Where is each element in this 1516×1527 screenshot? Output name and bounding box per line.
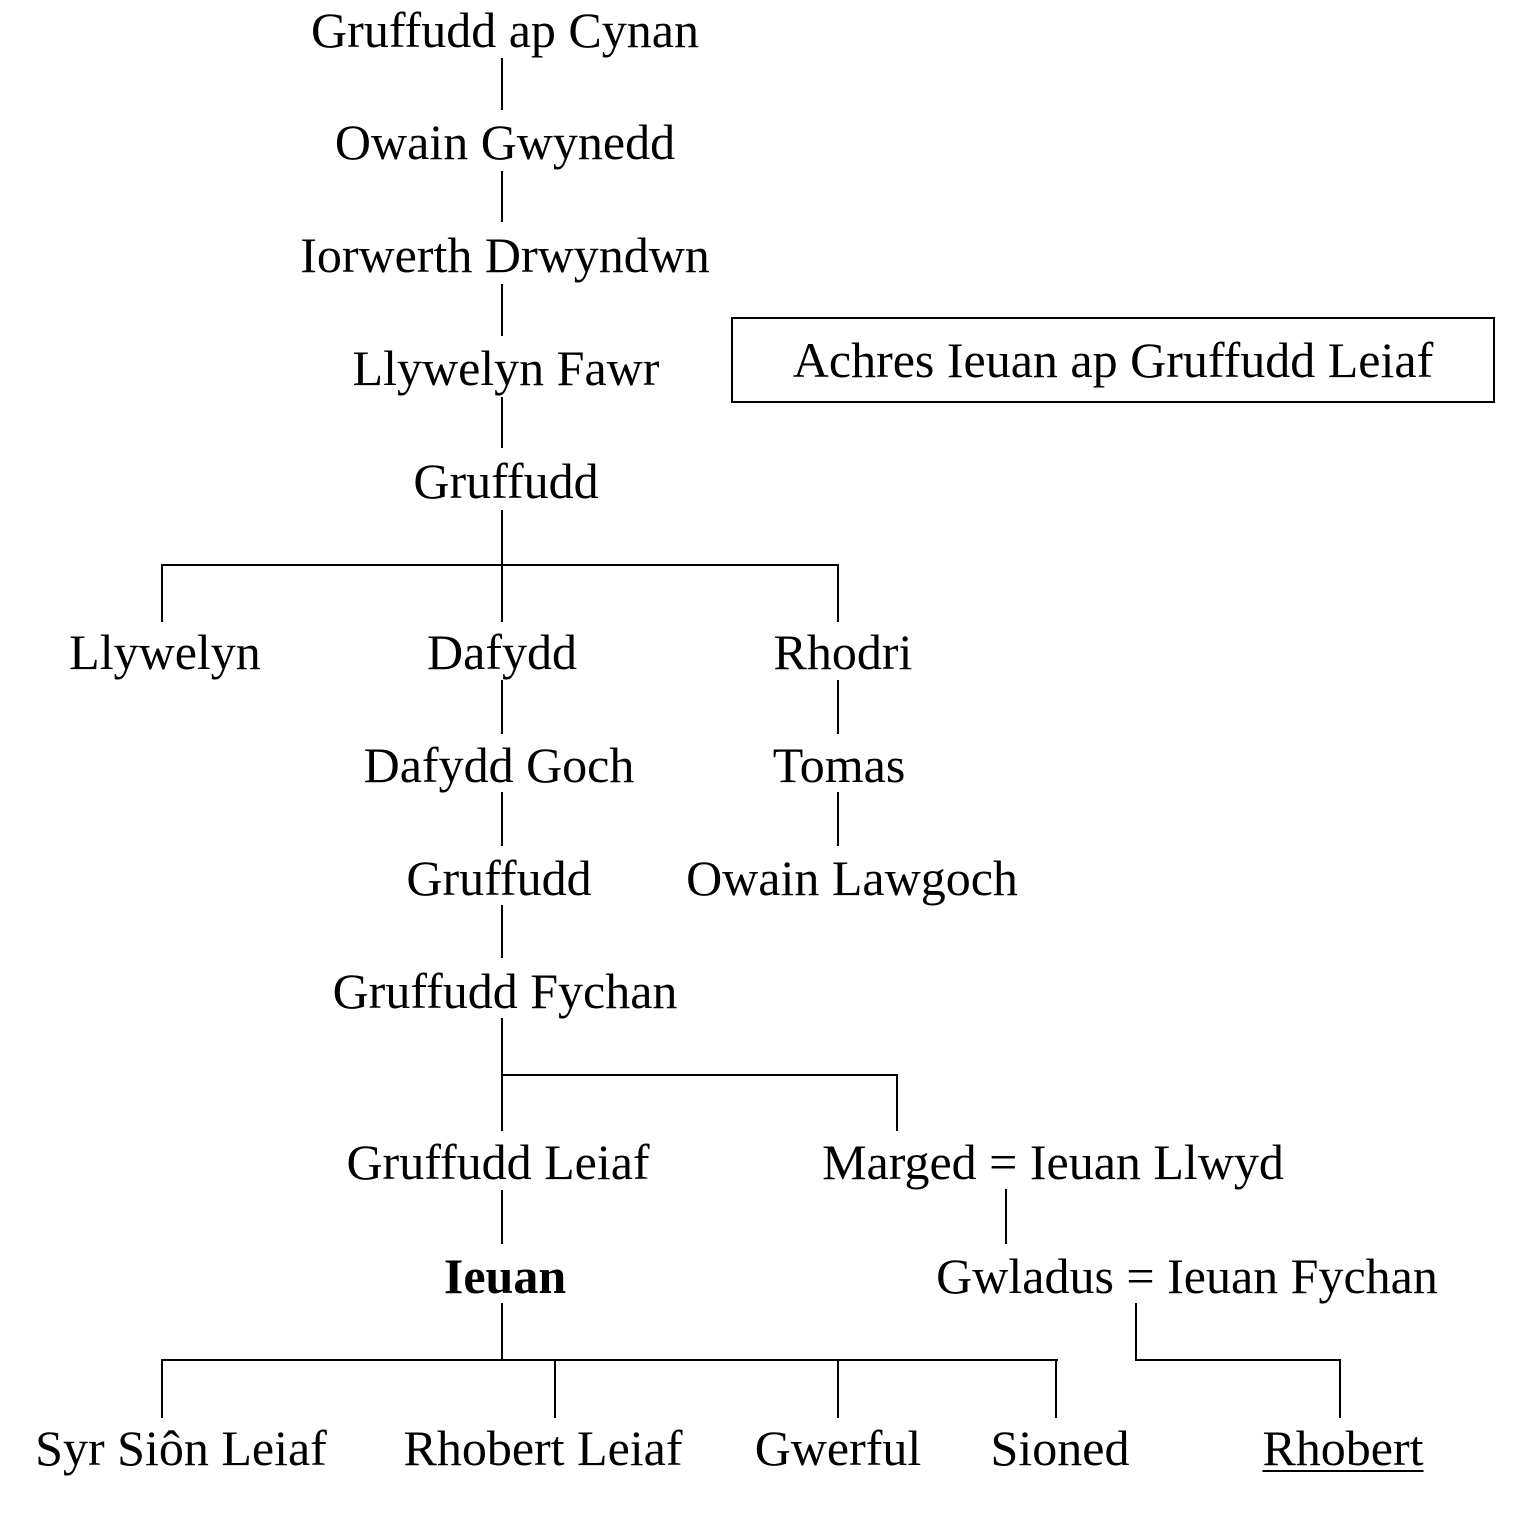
person-gruffudd-leiaf: Gruffudd Leiaf: [346, 1134, 650, 1190]
person-owain-gwynedd: Owain Gwynedd: [334, 114, 676, 170]
person-gruffudd-2: Gruffudd: [406, 850, 592, 906]
person-sioned: Sioned: [990, 1420, 1130, 1476]
person-llywelyn: Llywelyn: [69, 624, 261, 680]
person-gruffudd-fychan: Gruffudd Fychan: [332, 963, 678, 1019]
person-syr-sion-leiaf: Syr Siôn Leiaf: [35, 1420, 327, 1476]
person-gruffudd-ap-cynan: Gruffudd ap Cynan: [311, 2, 699, 58]
person-gruffudd: Gruffudd: [413, 453, 599, 509]
person-rhobert-leiaf: Rhobert Leiaf: [403, 1420, 683, 1476]
person-tomas: Tomas: [772, 737, 906, 793]
person-iorwerth-drwyndwn: Iorwerth Drwyndwn: [300, 227, 710, 283]
person-rhobert: Rhobert: [1262, 1420, 1424, 1476]
person-rhodri: Rhodri: [773, 624, 913, 680]
person-dafydd-goch: Dafydd Goch: [363, 737, 635, 793]
person-gwladus-ieuan-fychan: Gwladus = Ieuan Fychan: [936, 1248, 1438, 1304]
person-dafydd: Dafydd: [427, 624, 577, 680]
diagram-title: Achres Ieuan ap Gruffudd Leiaf: [731, 317, 1495, 403]
person-marged-ieuan-llwyd: Marged = Ieuan Llwyd: [822, 1134, 1284, 1190]
person-gwerful: Gwerful: [754, 1420, 922, 1476]
person-llywelyn-fawr: Llywelyn Fawr: [352, 340, 660, 396]
person-owain-lawgoch: Owain Lawgoch: [686, 850, 1018, 906]
person-ieuan: Ieuan: [443, 1248, 567, 1304]
